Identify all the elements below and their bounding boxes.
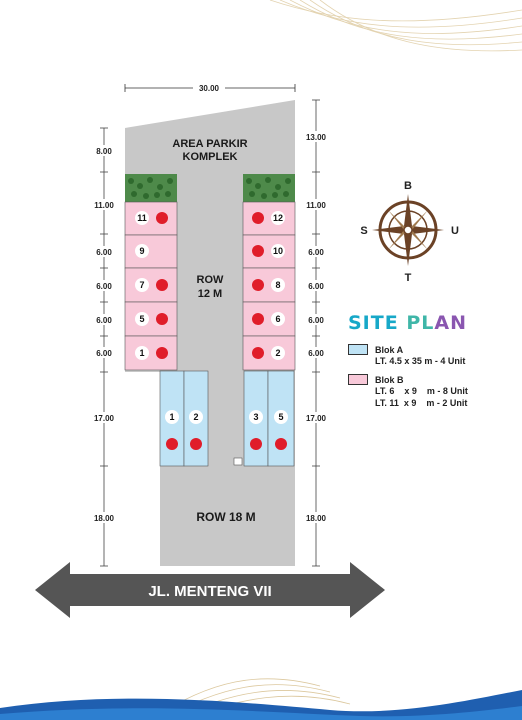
- unit-dot: [156, 313, 168, 325]
- right-dim-6: 17.00: [306, 414, 327, 423]
- left-unit-labels: 11 9 7 5 1: [135, 211, 168, 360]
- row-12-label-line1: ROW: [197, 274, 225, 286]
- right-unit-labels: 12 10 8 6 2: [252, 211, 285, 360]
- unit-number: 2: [193, 412, 198, 422]
- garden-right: [243, 174, 295, 202]
- blok-b-swatch: [348, 374, 368, 385]
- right-dim-0: 13.00: [306, 133, 327, 142]
- unit-dot: [252, 347, 264, 359]
- unit-number: 5: [139, 314, 144, 324]
- unit-number: 7: [139, 280, 144, 290]
- row-12-label-line2: 12 M: [198, 288, 222, 300]
- left-dim-3: 6.00: [96, 282, 112, 291]
- compass-north: B: [404, 180, 412, 192]
- blok-b-detail-2: LT. 11 x 9 m - 2 Unit: [375, 398, 468, 408]
- unit-dot: [250, 438, 262, 450]
- legend-blok-b: Blok B LT. 6 x 9 m - 8 Unit LT. 11 x 9 m…: [348, 374, 518, 409]
- blok-b-label: Blok B: [375, 374, 404, 385]
- unit-number: 10: [273, 246, 283, 256]
- unit-dot: [166, 438, 178, 450]
- left-dim-6: 17.00: [94, 414, 115, 423]
- garden-left: [125, 174, 177, 202]
- site-plan-legend: SITE PLAN Blok A LT. 4.5 x 35 m - 4 Unit…: [348, 312, 518, 416]
- blok-a-units: [159, 370, 295, 467]
- unit-number: 12: [273, 213, 283, 223]
- unit-dot: [252, 279, 264, 291]
- unit-number: 3: [253, 412, 258, 422]
- unit-number: 6: [275, 314, 280, 324]
- right-dim-2: 6.00: [308, 248, 324, 257]
- unit-dot: [252, 212, 264, 224]
- right-dim-5: 6.00: [308, 349, 324, 358]
- road-name: JL. MENTENG VII: [148, 583, 271, 600]
- compass-icon: [372, 194, 444, 266]
- left-dim-2: 6.00: [96, 248, 112, 257]
- small-post: [233, 457, 243, 466]
- compass-east: U: [451, 225, 459, 237]
- blok-a-labels: 1 2 3 5: [165, 410, 288, 450]
- top-width-label: 30.00: [199, 84, 220, 93]
- unit-dot: [190, 438, 202, 450]
- right-ticks: [312, 99, 320, 567]
- unit-number: 9: [139, 246, 144, 256]
- left-dim-0: 8.00: [96, 147, 112, 156]
- unit-dot: [156, 279, 168, 291]
- unit-number: 2: [275, 348, 280, 358]
- legend-blok-a: Blok A LT. 4.5 x 35 m - 4 Unit: [348, 344, 518, 367]
- unit-number: 1: [169, 412, 174, 422]
- parking-label-line2: KOMPLEK: [183, 151, 238, 163]
- left-dim-1: 11.00: [94, 201, 114, 210]
- parking-label-line1: AREA PARKIR: [172, 138, 247, 150]
- road-arrow: [35, 562, 385, 618]
- unit-number: 8: [275, 280, 280, 290]
- unit-dot: [252, 313, 264, 325]
- left-ticks: [100, 127, 108, 567]
- blok-b-right: [242, 201, 296, 371]
- right-dim-4: 6.00: [308, 316, 324, 325]
- unit-dot: [252, 245, 264, 257]
- legend-title: SITE PLAN: [348, 312, 467, 334]
- unit-number: 5: [278, 412, 283, 422]
- left-dim-7: 18.00: [94, 514, 115, 523]
- row-18-label: ROW 18 M: [196, 510, 255, 524]
- compass-west: S: [360, 225, 367, 237]
- left-dim-5: 6.00: [96, 349, 112, 358]
- unit-dot: [275, 438, 287, 450]
- unit-number: 1: [139, 348, 144, 358]
- right-dim-1: 11.00: [306, 201, 326, 210]
- blok-a-detail: LT. 4.5 x 35 m - 4 Unit: [375, 356, 466, 366]
- unit-dot: [156, 347, 168, 359]
- left-dim-4: 6.00: [96, 316, 112, 325]
- bottom-wave-decoration: [0, 678, 522, 720]
- right-dim-7: 18.00: [306, 514, 327, 523]
- unit-number: 11: [137, 213, 147, 223]
- top-wave-decoration: [269, 0, 522, 52]
- compass-south: T: [405, 272, 412, 284]
- blok-a-swatch: [348, 344, 368, 355]
- blok-b-detail-1: LT. 6 x 9 m - 8 Unit: [375, 386, 468, 396]
- blok-b-left: [124, 201, 178, 371]
- blok-a-label: Blok A: [375, 344, 404, 355]
- right-dim-3: 6.00: [308, 282, 324, 291]
- unit-dot: [156, 212, 168, 224]
